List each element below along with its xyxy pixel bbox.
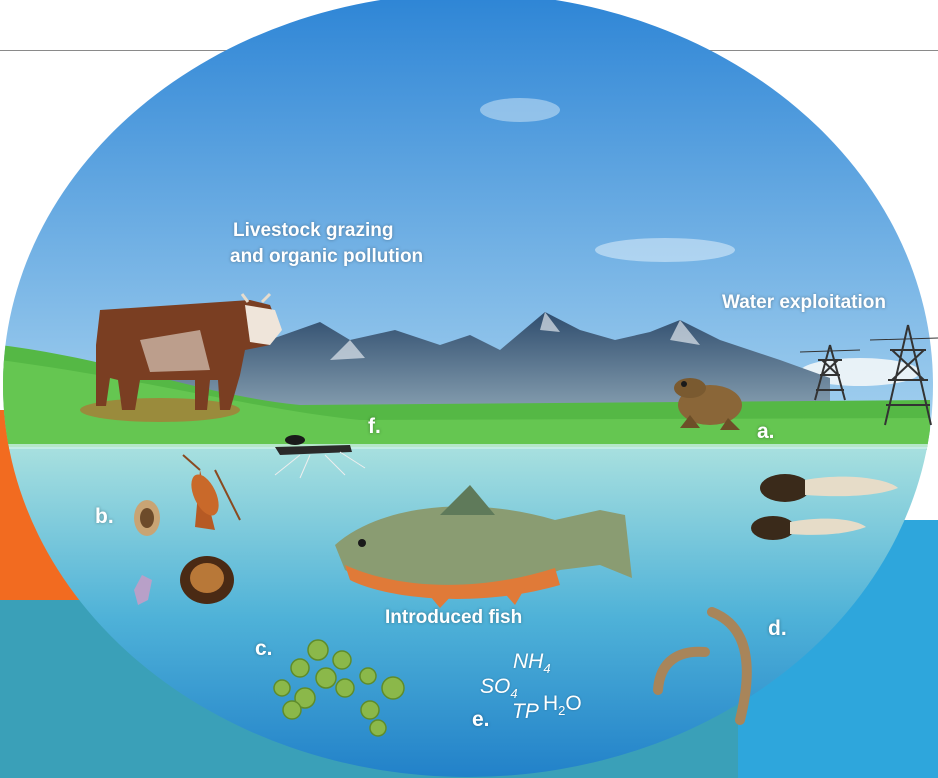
cloud <box>595 238 735 262</box>
label-c: c. <box>255 637 273 661</box>
introduced-fish-label: Introduced fish <box>385 605 522 631</box>
chem-so4: SO4 <box>480 675 518 701</box>
chem-nh4: NH4 <box>513 650 551 676</box>
livestock-label-line1: Livestock grazing <box>233 218 394 244</box>
water-exploitation-label: Water exploitation <box>722 290 886 316</box>
label-b: b. <box>95 505 114 529</box>
label-f: f. <box>368 415 381 439</box>
livestock-label-line2: and organic pollution <box>230 244 423 270</box>
label-d: d. <box>768 617 787 641</box>
cloud <box>480 98 560 122</box>
chem-tp: TP <box>512 700 539 724</box>
chem-h2o: H2O <box>543 692 582 718</box>
label-e: e. <box>472 708 490 732</box>
label-a: a. <box>757 420 775 444</box>
